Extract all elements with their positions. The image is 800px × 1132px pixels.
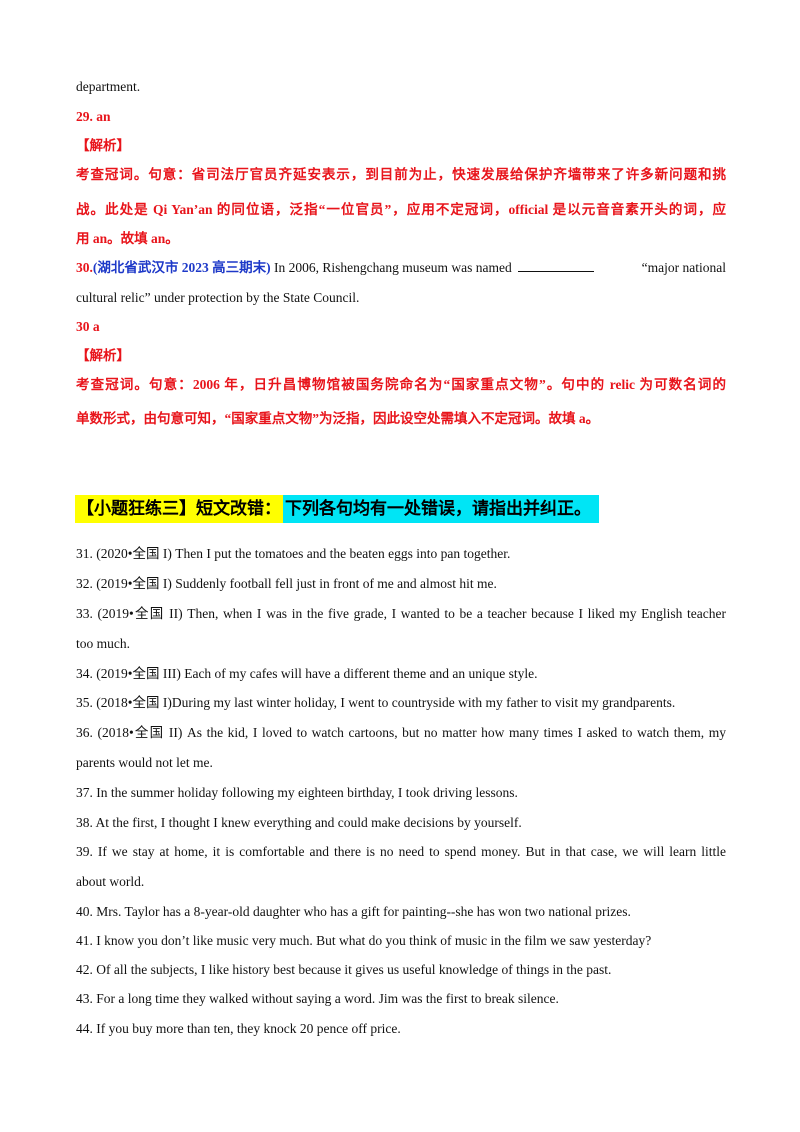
sentence-43: 43. For a long time they walked without … (76, 991, 559, 1006)
q29-analysis-label: 【解析】 (76, 138, 130, 153)
q30-text-before: In 2006, Rishengchang museum was named (270, 260, 512, 275)
sentence-40: 40. Mrs. Taylor has a 8-year-old daughte… (76, 904, 631, 919)
q30-analysis-line-1: 考查冠词。句意：2006 年，日升昌博物馆被国务院命名为“国家重点文物”。句中的… (76, 377, 726, 392)
sentence-33: 33. (2019•全国 II) Then, when I was in the… (76, 606, 726, 621)
q30-question-line-2: cultural relic” under protection by the … (76, 290, 360, 305)
sentence-31: 31. (2020•全国 I) Then I put the tomatoes … (76, 546, 511, 561)
continued-text: department. (76, 79, 141, 94)
q30-text-after: “major national (641, 260, 726, 275)
q30-number: 30. (76, 260, 93, 275)
sentence-34: 34. (2019•全国 III) Each of my cafes will … (76, 666, 538, 681)
q30-question-line-1: 30.(湖北省武汉市 2023 高三期末) In 2006, Rishengch… (76, 259, 726, 277)
q29-analysis-line-2: 战。此处是 Qi Yan’an 的同位语，泛指“一位官员”，应用不定冠词，off… (76, 202, 726, 217)
q30-question-start: 30.(湖北省武汉市 2023 高三期末) In 2006, Rishengch… (76, 259, 598, 277)
sentence-42: 42. Of all the subjects, I like history … (76, 962, 612, 977)
banner-instruction: 下列各句均有一处错误，请指出并纠正。 (283, 495, 599, 523)
sentence-36-cont: parents would not let me. (76, 755, 213, 770)
sentence-38: 38. At the first, I thought I knew every… (76, 815, 522, 830)
q30-source: (湖北省武汉市 2023 高三期末) (92, 260, 271, 275)
sentence-32: 32. (2019•全国 I) Suddenly football fell j… (76, 576, 497, 591)
sentence-39-cont: about world. (76, 874, 145, 889)
sentence-39: 39. If we stay at home, it is comfortabl… (76, 844, 726, 859)
q30-analysis-line-2: 单数形式，由句意可知，“国家重点文物”为泛指，因此设空处需填入不定冠词。故填 a… (76, 411, 600, 426)
sentence-41: 41. I know you don’t like music very muc… (76, 933, 652, 948)
q30-analysis-label: 【解析】 (76, 348, 130, 363)
q29-analysis-line-3: 用 an。故填 an。 (76, 231, 179, 246)
sentence-37: 37. In the summer holiday following my e… (76, 785, 518, 800)
banner-title: 【小题狂练三】短文改错： (75, 495, 283, 523)
q30-answer-blank (517, 259, 594, 272)
section-banner: 【小题狂练三】短文改错：下列各句均有一处错误，请指出并纠正。 (75, 495, 599, 523)
sentence-35: 35. (2018•全国 I)During my last winter hol… (76, 695, 676, 710)
q29-answer: 29. an (76, 109, 111, 124)
sentence-33-cont: too much. (76, 636, 130, 651)
sentence-44: 44. If you buy more than ten, they knock… (76, 1021, 401, 1036)
q29-analysis-line-1: 考查冠词。句意：省司法厅官员齐延安表示，到目前为止，快速发展给保护齐墙带来了许多… (76, 167, 726, 182)
sentence-36: 36. (2018•全国 II) As the kid, I loved to … (76, 725, 726, 740)
q30-answer: 30 a (76, 319, 100, 334)
